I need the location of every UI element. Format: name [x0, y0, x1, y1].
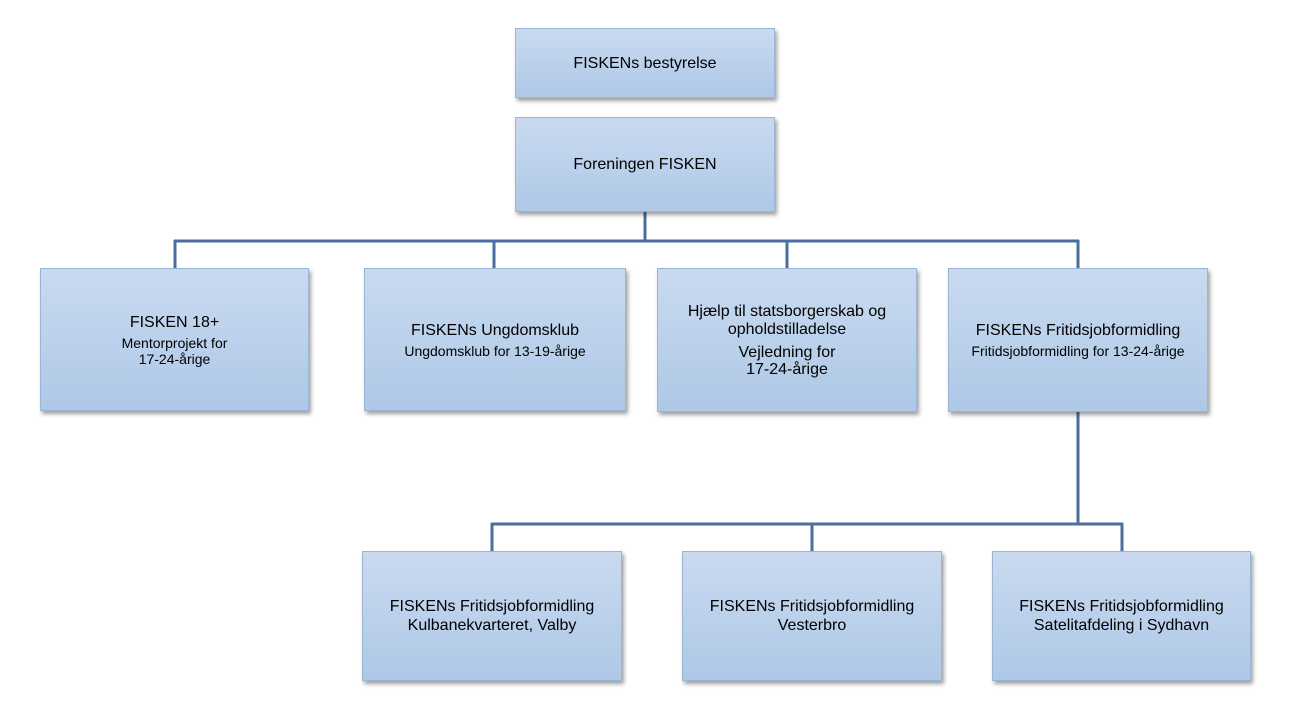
program-subtitle: Mentorprojekt for 17-24-årige [121, 334, 228, 367]
program-box-fritidsjobformidling: FISKENs Fritidsjobformidling Fritidsjobf… [948, 268, 1208, 412]
branch-box-vesterbro: FISKENs Fritidsjobformidling Vesterbro [682, 551, 942, 681]
program-subtitle: Fritidsjobformidling for 13-24-årige [971, 343, 1185, 359]
program-box-ungdomsklub: FISKENs Ungdomsklub Ungdomsklub for 13-1… [364, 268, 626, 411]
branch-title: FISKENs Fritidsjobformidling Kulbanekvar… [389, 598, 595, 634]
branch-box-valby: FISKENs Fritidsjobformidling Kulbanekvar… [362, 551, 622, 681]
board-title: FISKENs bestyrelse [573, 54, 717, 72]
program-title: FISKENs Fritidsjobformidling [975, 322, 1181, 339]
program-subtitle: Vejledning for 17-24-årige [738, 343, 836, 378]
program-box-fisken-18: FISKEN 18+ Mentorprojekt for 17-24-årige [40, 268, 309, 411]
branch-box-sydhavn: FISKENs Fritidsjobformidling Satelitafde… [992, 551, 1251, 681]
program-box-statsborgerskab: Hjælp til statsborgerskab og opholdstill… [657, 268, 917, 412]
association-box: Foreningen FISKEN [515, 117, 775, 212]
program-title: Hjælp til statsborgerskab og opholdstill… [687, 302, 887, 338]
board-box: FISKENs bestyrelse [515, 28, 775, 98]
program-title: FISKEN 18+ [129, 313, 220, 331]
program-title: FISKENs Ungdomsklub [410, 321, 580, 339]
association-title: Foreningen FISKEN [573, 156, 717, 173]
branch-title: FISKENs Fritidsjobformidling Satelitafde… [1019, 598, 1224, 634]
branch-title: FISKENs Fritidsjobformidling Vesterbro [709, 598, 915, 634]
program-subtitle: Ungdomsklub for 13-19-årige [404, 342, 586, 359]
